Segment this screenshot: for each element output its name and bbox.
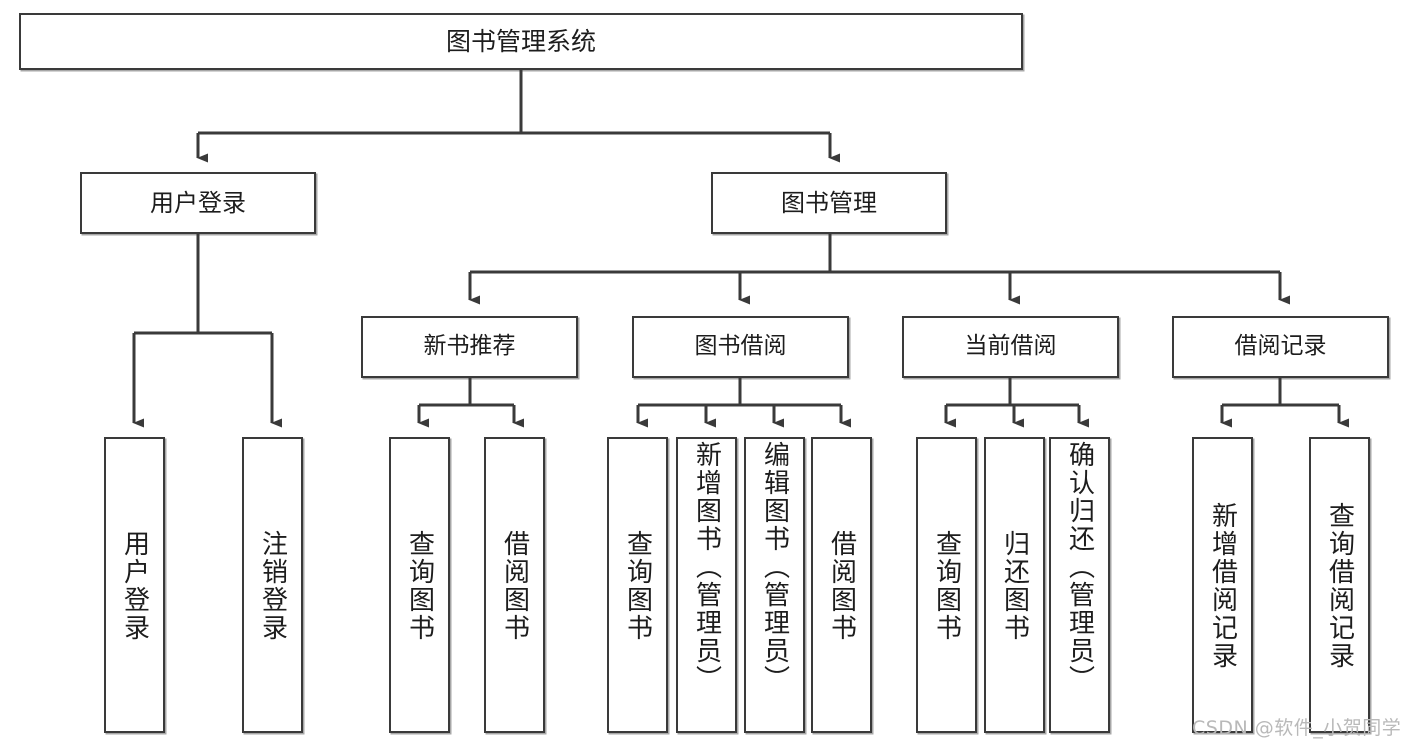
node-leaf-add-book[interactable]: 新增图书（管理员） <box>676 437 737 733</box>
node-leaf-user-login[interactable]: 用户登录 <box>104 437 165 733</box>
node-label: 新增借阅记录 <box>1207 502 1238 670</box>
node-label: 用户登录 <box>119 530 150 642</box>
node-label: 查询图书 <box>622 530 653 642</box>
node-leaf-add-record[interactable]: 新增借阅记录 <box>1192 437 1253 733</box>
node-leaf-return-book[interactable]: 归还图书 <box>984 437 1045 733</box>
node-leaf-borrow-book-1[interactable]: 借阅图书 <box>484 437 545 733</box>
node-new-book-recommend[interactable]: 新书推荐 <box>361 316 578 378</box>
node-label: 图书管理系统 <box>445 26 596 56</box>
node-leaf-query-book-2[interactable]: 查询图书 <box>607 437 668 733</box>
node-label: 当前借阅 <box>964 333 1057 360</box>
node-leaf-query-book-3[interactable]: 查询图书 <box>916 437 977 733</box>
node-label: 新书推荐 <box>423 333 516 360</box>
node-label: 借阅图书 <box>826 530 857 642</box>
edge-group-book-manage <box>468 234 1290 305</box>
node-leaf-logout-login[interactable]: 注销登录 <box>242 437 303 733</box>
node-label: 注销登录 <box>257 530 288 642</box>
node-leaf-confirm-return[interactable]: 确认归还（管理员） <box>1049 437 1110 733</box>
node-leaf-borrow-book-2[interactable]: 借阅图书 <box>811 437 872 733</box>
edge-group-borrow-record <box>1220 378 1349 428</box>
node-label: 图书管理 <box>781 188 877 217</box>
node-label: 图书借阅 <box>694 333 787 360</box>
edge-group-current-borrow <box>944 378 1089 428</box>
node-borrow-record[interactable]: 借阅记录 <box>1172 316 1389 378</box>
node-book-manage[interactable]: 图书管理 <box>711 172 947 234</box>
node-label: 查询图书 <box>931 530 962 642</box>
node-label: 借阅图书 <box>499 530 530 642</box>
edge-group-new-book-recommend <box>417 378 524 428</box>
node-label: 用户登录 <box>150 188 246 217</box>
node-label: 查询借阅记录 <box>1324 502 1355 670</box>
node-label: 编辑图书（管理员） <box>759 441 790 693</box>
edge-group-user-login <box>132 234 282 428</box>
node-leaf-edit-book[interactable]: 编辑图书（管理员） <box>744 437 805 733</box>
node-book-borrow[interactable]: 图书借阅 <box>632 316 849 378</box>
node-user-login[interactable]: 用户登录 <box>80 172 316 234</box>
node-current-borrow[interactable]: 当前借阅 <box>902 316 1119 378</box>
node-leaf-query-record[interactable]: 查询借阅记录 <box>1309 437 1370 733</box>
node-label: 归还图书 <box>999 530 1030 642</box>
node-label: 借阅记录 <box>1234 333 1327 360</box>
edge-group-book-borrow <box>636 378 851 428</box>
node-label: 新增图书（管理员） <box>691 441 722 693</box>
node-label: 确认归还（管理员） <box>1064 441 1095 693</box>
node-label: 查询图书 <box>404 530 435 642</box>
node-root-book-management-system[interactable]: 图书管理系统 <box>19 13 1023 70</box>
edge-group-root <box>196 70 840 163</box>
node-leaf-query-book-1[interactable]: 查询图书 <box>389 437 450 733</box>
